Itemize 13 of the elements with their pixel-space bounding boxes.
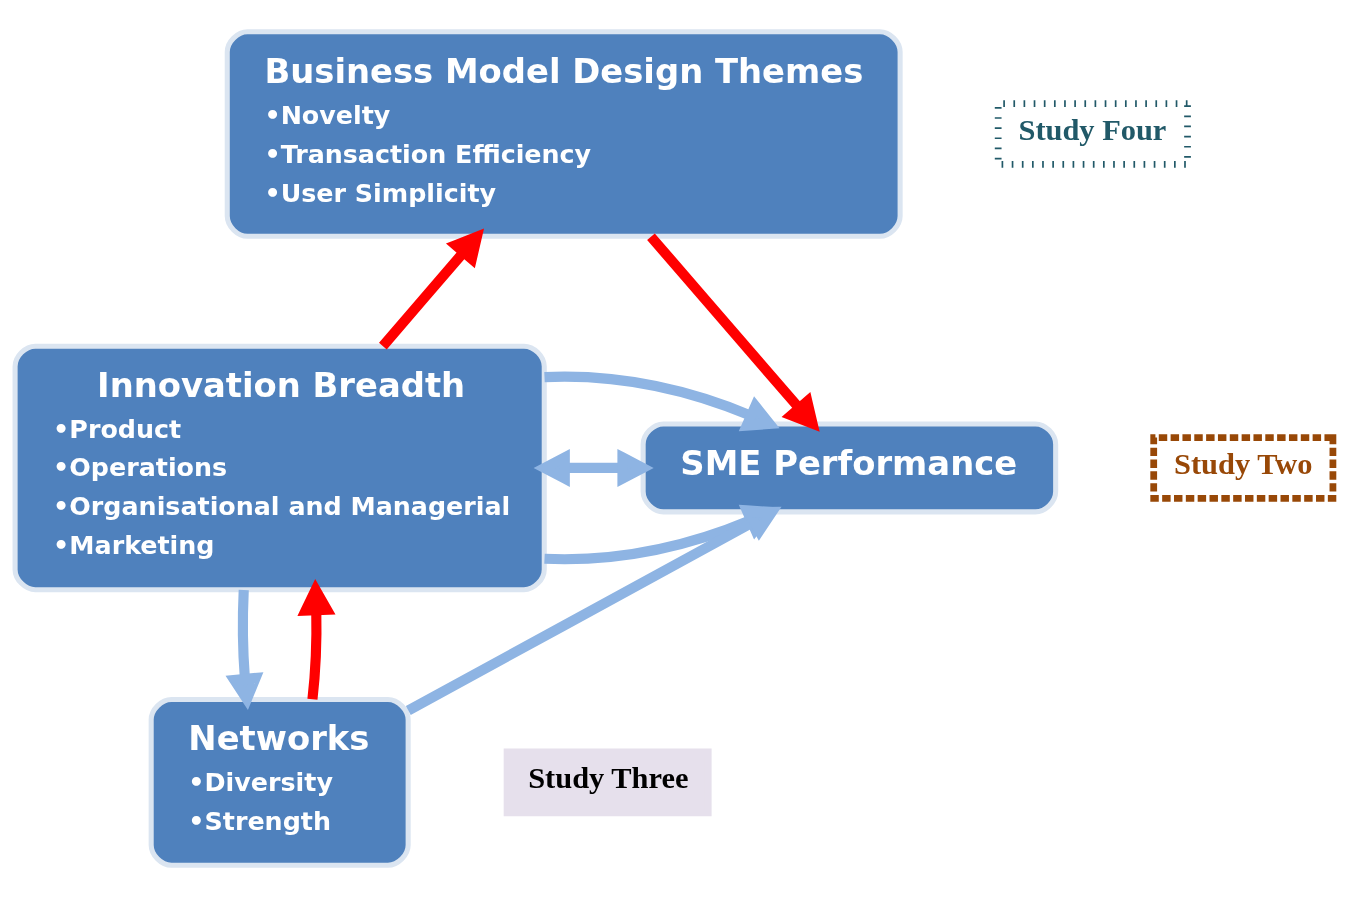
node-box: Study Two: [1150, 434, 1337, 502]
arrow: [297, 579, 336, 700]
node-box: Business Model Design Themes •Novelty •Transaction Efficiency •User Simplicity: [224, 29, 903, 239]
node-box: Study Three: [503, 748, 712, 817]
node-box: SME Performance: [640, 421, 1059, 515]
node-box: Networks •Diversity •Strength: [148, 697, 411, 868]
arrow: [225, 589, 264, 711]
arrow: [647, 233, 820, 432]
node-box: Study Four: [994, 100, 1191, 168]
node-box: Innovation Breadth •Product •Operations •Organisational and Managerial •Marketing: [12, 343, 547, 593]
arrow: [544, 371, 780, 432]
arrow: [533, 448, 654, 487]
arrow: [379, 228, 485, 350]
